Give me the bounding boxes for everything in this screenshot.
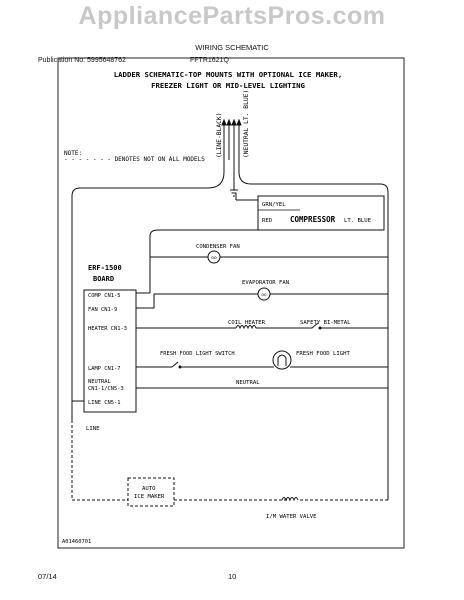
line-black-label: (LINE-BLACK)	[216, 113, 223, 159]
grn-yel-label: GRN/YEL	[262, 202, 286, 208]
bimetal-switch-icon	[308, 322, 319, 329]
neutral-rail-label: NEUTRAL	[236, 380, 260, 386]
note-text: - - - - - - - DENOTES NOT ON ALL MODELS	[64, 156, 205, 163]
schematic-frame	[57, 57, 405, 549]
neutral-pin-label-1: NEUTRAL	[88, 379, 111, 385]
schematic-heading-line2: FREEZER LIGHT OR MID-LEVEL LIGHTING	[151, 81, 305, 90]
svg-text:oo: oo	[261, 293, 267, 298]
ground-symbol-icon	[230, 189, 238, 197]
line-label: LINE	[86, 426, 100, 432]
note-label: NOTE:	[64, 150, 82, 157]
lamp-pin-label: LAMP CN1-7	[88, 366, 120, 372]
auto-ice-maker-label-2: ICE MAKER	[134, 494, 165, 500]
control-board-box	[83, 289, 137, 413]
auto-ice-maker-label-1: AUTO	[142, 486, 156, 492]
heater-pin-label: HEATER CN1-3	[88, 326, 127, 332]
board-label: BOARD	[93, 275, 114, 283]
neutral-blue-label: (NEUTRAL LT. BLUE)	[243, 90, 250, 158]
evaporator-fan-label: EVAPORATOR FAN	[242, 280, 289, 286]
board-name: ERF-1500	[88, 264, 122, 272]
coil-heater-icon	[235, 325, 257, 330]
drawing-number: A01460701	[62, 539, 91, 545]
compressor-label: COMPRESSOR	[290, 215, 336, 224]
light-switch-icon	[168, 361, 179, 368]
red-label: RED	[262, 218, 273, 224]
publication-number: Publication No: 5995648762	[38, 57, 126, 64]
lt-blue-label: LT. BLUE	[344, 218, 372, 224]
water-valve-label: I/M WATER VALVE	[266, 514, 317, 520]
line-pin-label: LINE CN5-1	[88, 400, 120, 406]
schematic-heading-line1: LADDER SCHEMATIC-TOP MOUNTS WITH OPTIONA…	[114, 70, 342, 79]
supply-arrows	[221, 118, 242, 160]
ice-maker-circuit	[71, 420, 388, 507]
svg-text:oo: oo	[211, 256, 217, 261]
fresh-food-light-label: FRESH FOOD LIGHT	[296, 351, 351, 357]
line-rail	[71, 160, 389, 500]
page-title: WIRING SCHEMATIC	[195, 43, 269, 52]
comp-pin-label: COMP CN1-5	[88, 293, 120, 299]
model-number: FFTR1621Q	[190, 57, 229, 64]
footer-date: 07/14	[38, 572, 57, 581]
coil-heater-label: COIL HEATER	[228, 320, 266, 326]
fresh-food-light-switch-label: FRESH FOOD LIGHT SWITCH	[160, 351, 235, 357]
fresh-food-bulb-icon	[272, 350, 292, 370]
safety-bimetal-label: SAFETY BI-METAL	[300, 320, 351, 326]
neutral-pin-label-2: CN1-1/CN5-3	[88, 386, 124, 392]
fan-pin-label: FAN CN1-9	[88, 307, 117, 313]
compressor-box	[257, 195, 385, 231]
page-number: 10	[228, 572, 237, 581]
water-valve-coil-icon	[281, 497, 299, 502]
condenser-fan-label: CONDENSER FAN	[196, 244, 240, 250]
watermark: AppliancePartsPros.com	[78, 2, 386, 30]
